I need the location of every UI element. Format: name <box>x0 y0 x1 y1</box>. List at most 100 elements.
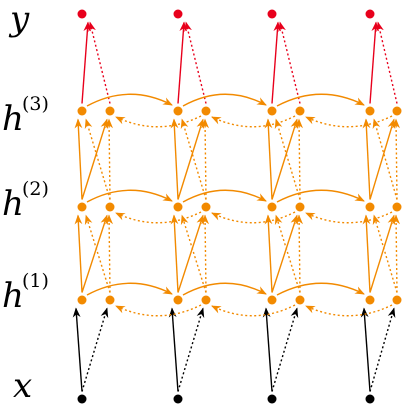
output-node <box>77 9 87 19</box>
hidden-forward-cross-arrow <box>177 214 205 293</box>
hidden-forward-cross-arrow <box>369 118 396 200</box>
forward-recurrent-arrow <box>86 282 173 296</box>
input-to-backward-arrow <box>369 307 396 392</box>
hidden-forward-up-arrow <box>74 118 83 200</box>
hidden-forward-node <box>267 106 277 116</box>
hidden-layer-2-superscript: (2) <box>22 178 49 200</box>
hidden-backward-up-arrow <box>201 118 210 200</box>
hidden-layer-1-label: h <box>2 276 24 316</box>
forward-recurrent-arrow <box>182 189 267 203</box>
hidden-forward-node <box>173 295 183 305</box>
hidden-forward-node <box>173 202 183 212</box>
hidden-backward-node <box>392 202 402 212</box>
forward-to-output-arrow <box>177 21 188 104</box>
hidden-backward-cross-arrow <box>84 118 111 200</box>
forward-recurrent-arrow <box>182 93 267 107</box>
hidden-backward-node <box>105 202 115 212</box>
hidden-backward-node <box>295 295 305 305</box>
backward-recurrent-arrow <box>305 115 393 128</box>
hidden-forward-cross-arrow <box>81 214 109 293</box>
label-x: x <box>13 366 32 406</box>
hidden-forward-cross-arrow <box>177 118 205 200</box>
input-node <box>173 394 183 404</box>
hidden-backward-cross-arrow <box>274 118 301 200</box>
hidden-forward-node <box>77 106 87 116</box>
hidden-backward-node <box>295 106 305 116</box>
input-to-forward-arrow <box>168 307 179 392</box>
output-node <box>173 9 183 19</box>
backward-to-output-arrow <box>184 21 207 104</box>
hidden-backward-up-arrow <box>105 118 114 200</box>
hidden-forward-node <box>173 106 183 116</box>
hidden-forward-node <box>267 202 277 212</box>
backward-recurrent-arrow <box>211 115 296 128</box>
forward-recurrent-arrow <box>276 282 365 296</box>
backward-recurrent-arrow <box>305 211 393 224</box>
backward-recurrent-arrow <box>115 115 202 128</box>
forward-recurrent-arrow <box>182 282 267 296</box>
hidden-forward-node <box>267 295 277 305</box>
input-to-forward-arrow <box>262 307 273 392</box>
label-h3: h (3) <box>2 93 49 139</box>
backward-recurrent-arrow <box>305 304 393 317</box>
output-label: y <box>8 0 30 39</box>
hidden-backward-up-arrow <box>392 118 401 200</box>
hidden-backward-node <box>105 106 115 116</box>
hidden-layer-3-superscript: (3) <box>22 93 49 115</box>
input-to-backward-arrow <box>271 307 299 392</box>
hidden-backward-cross-arrow <box>274 214 301 293</box>
hidden-forward-cross-arrow <box>271 118 299 200</box>
input-label: x <box>13 366 32 406</box>
hidden-backward-up-arrow <box>105 214 114 293</box>
input-node <box>77 394 87 404</box>
hidden-backward-node <box>201 202 211 212</box>
hidden-backward-cross-arrow <box>372 118 398 200</box>
hidden-forward-node <box>77 295 87 305</box>
hidden-forward-up-arrow <box>74 214 83 293</box>
backward-to-output-arrow <box>88 21 111 104</box>
forward-to-output-arrow <box>369 21 380 104</box>
hidden-forward-up-arrow <box>264 118 273 200</box>
hidden-forward-up-arrow <box>170 118 179 200</box>
hidden-forward-node <box>365 295 375 305</box>
hidden-backward-cross-arrow <box>372 214 398 293</box>
input-node <box>365 394 375 404</box>
forward-recurrent-arrow <box>86 93 173 107</box>
backward-recurrent-arrow <box>115 304 202 317</box>
hidden-layer-3-label: h <box>2 99 24 139</box>
hidden-backward-node <box>392 106 402 116</box>
forward-recurrent-arrow <box>276 189 365 203</box>
hidden-forward-node <box>365 202 375 212</box>
forward-to-output-arrow <box>271 21 282 104</box>
hidden-backward-up-arrow <box>201 214 210 293</box>
hidden-forward-node <box>365 106 375 116</box>
hidden-layer-2-label: h <box>2 184 24 224</box>
hidden-backward-node <box>295 202 305 212</box>
edges-layer <box>72 21 401 392</box>
forward-recurrent-arrow <box>86 189 173 203</box>
input-node <box>267 394 277 404</box>
hidden-forward-up-arrow <box>264 214 273 293</box>
hidden-forward-cross-arrow <box>369 214 396 293</box>
backward-recurrent-arrow <box>115 211 202 224</box>
hidden-forward-up-arrow <box>170 214 179 293</box>
hidden-backward-cross-arrow <box>180 118 207 200</box>
output-node <box>365 9 375 19</box>
hidden-forward-cross-arrow <box>81 118 109 200</box>
hidden-backward-up-arrow <box>392 214 401 293</box>
hidden-forward-cross-arrow <box>271 214 299 293</box>
hidden-forward-up-arrow <box>362 118 371 200</box>
forward-to-output-arrow <box>81 21 92 104</box>
hidden-backward-up-arrow <box>295 214 304 293</box>
nodes-layer <box>77 9 402 404</box>
hidden-backward-node <box>201 295 211 305</box>
backward-to-output-arrow <box>376 21 398 104</box>
input-to-backward-arrow <box>177 307 205 392</box>
input-to-forward-arrow <box>72 307 83 392</box>
hidden-backward-node <box>105 295 115 305</box>
hidden-backward-node <box>201 106 211 116</box>
hidden-forward-node <box>77 202 87 212</box>
hidden-backward-cross-arrow <box>180 214 207 293</box>
label-y: y <box>8 0 30 39</box>
hidden-backward-cross-arrow <box>84 214 111 293</box>
